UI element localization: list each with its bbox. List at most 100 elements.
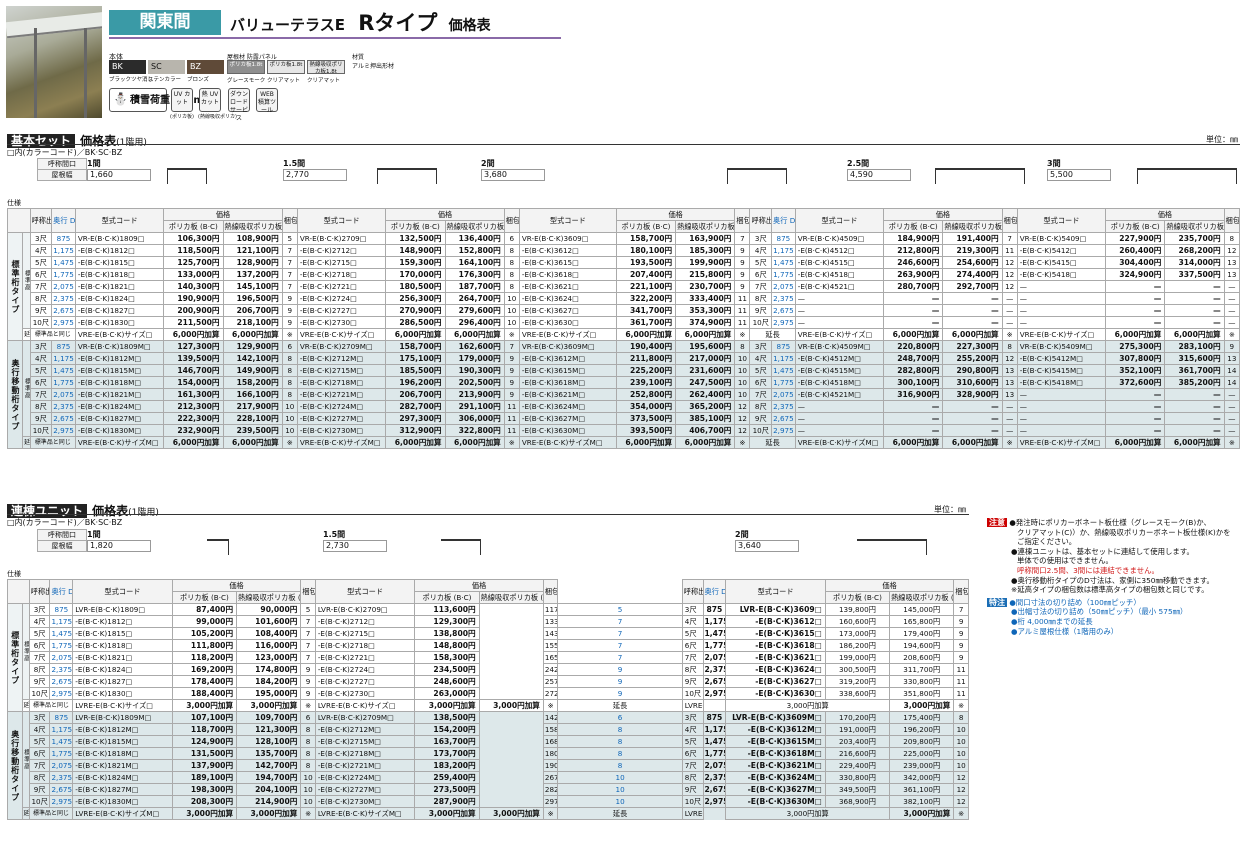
table-cell: -E(B·C·K)1812□ bbox=[72, 615, 173, 628]
table-cell: -E(B·C·K)5415M□ bbox=[1016, 364, 1107, 377]
table-cell: 133,000円 bbox=[163, 268, 224, 281]
table-cell: 10 bbox=[734, 352, 751, 365]
table-cell: 9尺 bbox=[29, 304, 53, 317]
diagram-3 bbox=[727, 168, 787, 184]
table-cell: 211,800円 bbox=[615, 352, 677, 365]
table-cell: 875 bbox=[702, 603, 727, 616]
table-cell: 314,000円 bbox=[1164, 256, 1225, 269]
table-cell: -E(B·C·K)2721M□ bbox=[296, 388, 387, 401]
table-cell: 187,700円 bbox=[444, 280, 505, 293]
table-cell: 198,300円 bbox=[171, 783, 238, 796]
table-cell: — bbox=[1105, 316, 1166, 329]
table-cell: 1,775 bbox=[702, 747, 727, 760]
table-cell: 306,000円 bbox=[444, 412, 505, 425]
table-cell: 188,400円 bbox=[171, 687, 238, 700]
table-cell: LVR-E(B·C·K)2709□ bbox=[314, 603, 416, 616]
table-cell: 268,200円 bbox=[1164, 244, 1225, 257]
table-cell: 333,400円 bbox=[675, 292, 736, 305]
table-cell: -E(B·C·K)5418□ bbox=[1016, 268, 1107, 281]
table-cell: 254,600円 bbox=[942, 256, 1003, 269]
table-cell: 4尺 bbox=[749, 244, 773, 257]
table-cell: 6,000円加算 bbox=[222, 328, 283, 341]
table-cell: 1,175 bbox=[51, 352, 76, 365]
table-cell: -E(B·C·K)1815M□ bbox=[74, 364, 165, 377]
table-cell: 217,000円 bbox=[675, 352, 736, 365]
table-cell: 4尺 bbox=[29, 244, 53, 257]
heat-uv-cut-icon: 熱 UV カット bbox=[199, 88, 221, 112]
table-cell: 11 bbox=[1001, 244, 1018, 257]
basic-span-header: 仕様 呼称間口 屋根幅 1間 1,660 1.5間 2,770 2間 3,680… bbox=[7, 158, 1240, 207]
table-cell: 189,100円 bbox=[171, 771, 238, 784]
table-cell: 206,700円 bbox=[222, 304, 283, 317]
table-cell: 221,100円 bbox=[615, 280, 677, 293]
table-cell: 6尺 bbox=[749, 376, 773, 389]
table-cell: -E(B·C·K)3624M□ bbox=[518, 400, 617, 413]
table-cell: -E(B·C·K)2721□ bbox=[314, 651, 416, 664]
table-cell: 5 bbox=[281, 232, 298, 245]
roof-panel-3: 熱線吸収ポリカ板1.8t bbox=[307, 60, 345, 75]
table-cell: 5尺 bbox=[749, 256, 773, 269]
table-cell: — bbox=[883, 316, 944, 329]
table-cell: — bbox=[942, 292, 1003, 305]
ext-label: 延長 bbox=[22, 328, 31, 341]
table-cell: 1,475 bbox=[49, 627, 74, 640]
table-cell: 10 bbox=[281, 424, 298, 437]
table-cell: 123,000円 bbox=[236, 651, 302, 664]
diagram-5 bbox=[1137, 168, 1237, 184]
table-cell: 316,900円 bbox=[883, 388, 944, 401]
table-cell: 6尺 bbox=[29, 268, 53, 281]
table-cell: 9 bbox=[734, 268, 751, 281]
table-cell: 166,100円 bbox=[222, 388, 283, 401]
table-cell: -E(B·C·K)3618M□ bbox=[725, 747, 826, 760]
table-cell: 2,675 bbox=[702, 783, 727, 796]
table-cell: 1,475 bbox=[51, 256, 76, 269]
table-cell: -E(B·C·K)1824M□ bbox=[72, 771, 173, 784]
table-cell: 272,900円 bbox=[542, 687, 559, 700]
table-cell: 2,975 bbox=[702, 795, 727, 808]
table-cell: — bbox=[1164, 424, 1225, 437]
table-cell: 322,800円 bbox=[444, 424, 505, 437]
table-cell: VR-E(B·C·K)5409M□ bbox=[1016, 340, 1107, 353]
table-cell: 10尺 bbox=[749, 316, 773, 329]
table-cell: 7 bbox=[281, 244, 298, 257]
table-cell: 5尺 bbox=[29, 256, 53, 269]
unit-span-header: 仕様 呼称間口 屋根幅 1間 1,820 1.5間 2,730 2間 3,640 bbox=[7, 529, 969, 578]
table-cell: 6 bbox=[503, 232, 520, 245]
table-cell: 286,500円 bbox=[385, 316, 446, 329]
ext-same: 標準品と同じ bbox=[28, 699, 74, 712]
table-cell: -E(B·C·K)2724M□ bbox=[314, 771, 416, 784]
table-cell: -E(B·C·K)2724□ bbox=[314, 663, 416, 676]
table-cell: 175,400円 bbox=[889, 711, 955, 724]
table-cell: 8 bbox=[734, 340, 751, 353]
table-cell: -E(B·C·K)2727M□ bbox=[314, 783, 416, 796]
table-cell: ※ bbox=[1223, 328, 1241, 341]
table-cell: 296,400円 bbox=[444, 316, 505, 329]
table-cell: 2,075 bbox=[771, 280, 796, 293]
table-cell: 169,200円 bbox=[171, 663, 238, 676]
table-cell: 2,075 bbox=[49, 651, 74, 664]
table-cell: 234,500円 bbox=[414, 663, 480, 676]
table-cell: 220,800円 bbox=[883, 340, 944, 353]
table-cell: 10 bbox=[503, 292, 520, 305]
table-cell: 185,500円 bbox=[385, 364, 446, 377]
table-cell: 3,000円加算 bbox=[236, 807, 302, 820]
table-cell: 2,975 bbox=[702, 687, 727, 700]
table-cell: 267,800円 bbox=[542, 771, 559, 784]
table-cell: 延長 bbox=[557, 807, 683, 820]
table-cell: 108,400円 bbox=[236, 627, 302, 640]
table-cell: 7 bbox=[734, 232, 751, 245]
table-cell: -E(B·C·K)5412□ bbox=[1016, 244, 1107, 257]
table-cell: -E(B·C·K)3615M□ bbox=[518, 364, 617, 377]
table-cell: 8尺 bbox=[29, 400, 53, 413]
table-cell: 6,000円加算 bbox=[222, 436, 283, 449]
table-cell: 406,700円 bbox=[675, 424, 736, 437]
ext-same: 標準品と同じ bbox=[29, 328, 76, 341]
table-cell: LVR-E(B·C·K)1809□ bbox=[72, 603, 173, 616]
table-cell: 196,200円 bbox=[385, 376, 446, 389]
table-cell: -E(B·C·K)1827M□ bbox=[74, 412, 165, 425]
table-cell: 7 bbox=[300, 627, 316, 640]
